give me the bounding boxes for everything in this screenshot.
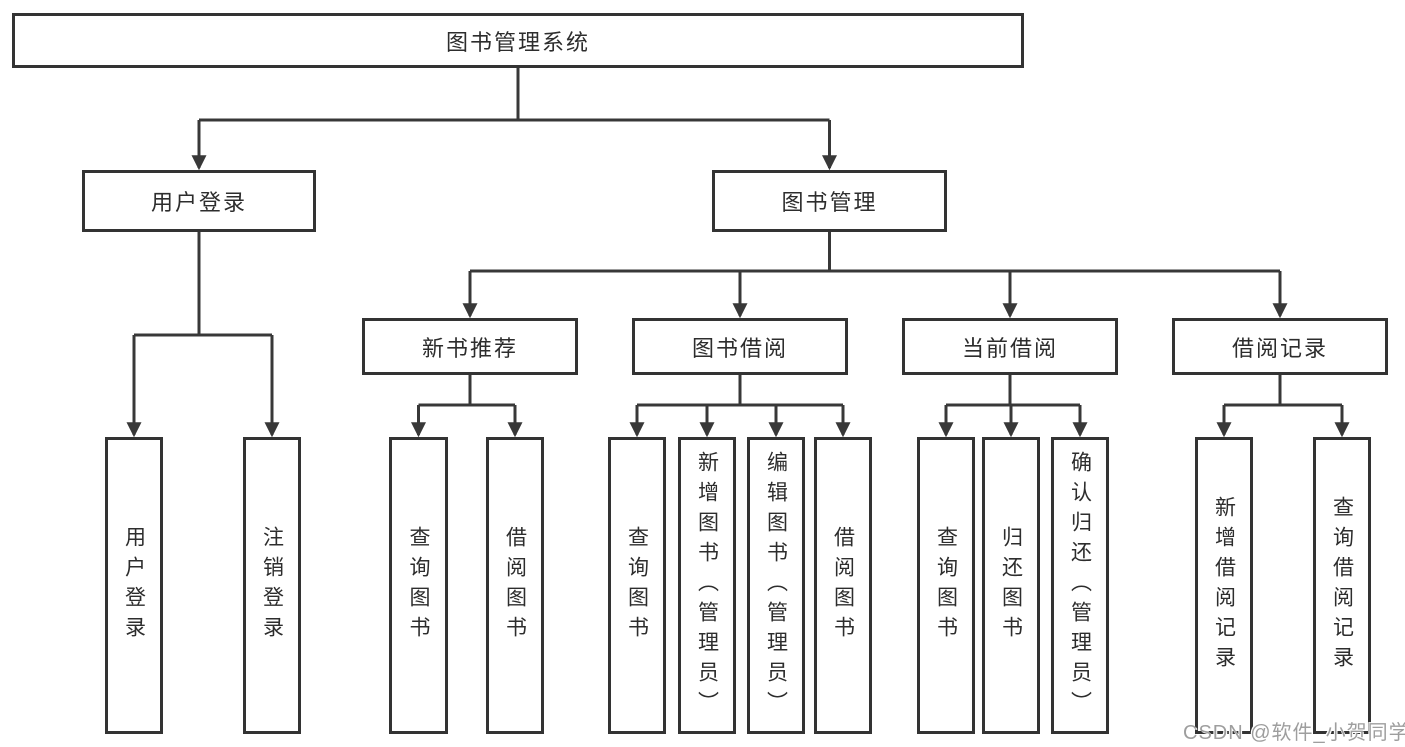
node-book-borrow: 图书借阅 bbox=[632, 318, 848, 375]
node-label: 新增图书（管理员） bbox=[695, 450, 719, 721]
node-label: 确认归还（管理员） bbox=[1068, 450, 1092, 721]
node-label: 归还图书 bbox=[999, 525, 1023, 646]
node-root: 图书管理系统 bbox=[12, 13, 1024, 68]
node-label: 新书推荐 bbox=[421, 335, 518, 361]
node-label: 图书管理 bbox=[781, 190, 878, 215]
node-label: 查询借阅记录 bbox=[1330, 495, 1354, 676]
watermark: CSDN @软件_小贺同学 bbox=[1183, 722, 1405, 744]
node-leaf-nbr-query: 查询图书 bbox=[389, 437, 448, 734]
node-label: 当前借阅 bbox=[961, 335, 1058, 361]
node-label: 查询图书 bbox=[625, 525, 649, 646]
node-leaf-bb-borrow: 借阅图书 bbox=[814, 437, 872, 734]
node-label: 查询图书 bbox=[934, 525, 958, 646]
node-book-mgmt: 图书管理 bbox=[712, 170, 947, 232]
node-current-borrow: 当前借阅 bbox=[902, 318, 1118, 375]
node-leaf-cb-return: 归还图书 bbox=[982, 437, 1040, 734]
node-leaf-br-query: 查询借阅记录 bbox=[1313, 437, 1371, 734]
node-leaf-nbr-borrow: 借阅图书 bbox=[486, 437, 544, 734]
node-new-book-rec: 新书推荐 bbox=[362, 318, 578, 375]
node-label: 查询图书 bbox=[407, 525, 431, 646]
node-leaf-cb-confirm: 确认归还（管理员） bbox=[1051, 437, 1109, 734]
node-leaf-bb-add: 新增图书（管理员） bbox=[678, 437, 736, 734]
node-label: 用户登录 bbox=[150, 190, 247, 215]
node-label: 借阅记录 bbox=[1231, 335, 1328, 361]
node-label: 图书借阅 bbox=[691, 335, 788, 361]
node-leaf-bb-query: 查询图书 bbox=[608, 437, 666, 734]
node-label: 注销登录 bbox=[260, 525, 284, 646]
node-leaf-logout: 注销登录 bbox=[243, 437, 301, 734]
node-leaf-user-login: 用户登录 bbox=[105, 437, 163, 734]
node-leaf-br-add: 新增借阅记录 bbox=[1195, 437, 1253, 734]
node-borrow-records: 借阅记录 bbox=[1172, 318, 1388, 375]
node-user-login: 用户登录 bbox=[82, 170, 316, 232]
node-leaf-bb-edit: 编辑图书（管理员） bbox=[747, 437, 805, 734]
node-label: 图书管理系统 bbox=[445, 29, 590, 55]
node-label: 用户登录 bbox=[122, 525, 146, 646]
node-label: 借阅图书 bbox=[503, 525, 527, 646]
node-label: 编辑图书（管理员） bbox=[764, 450, 788, 721]
node-label: 借阅图书 bbox=[831, 525, 855, 646]
node-leaf-cb-query: 查询图书 bbox=[917, 437, 975, 734]
node-label: 新增借阅记录 bbox=[1212, 495, 1236, 676]
